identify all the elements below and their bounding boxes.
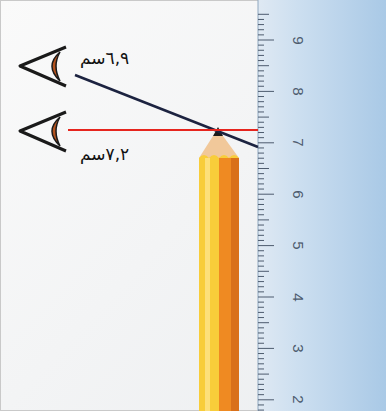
eye-upper	[20, 47, 66, 86]
pencil	[199, 127, 239, 411]
straight-sight-line	[68, 129, 258, 131]
ruler-number: 3	[291, 344, 306, 352]
ruler-number: 7	[291, 139, 306, 147]
ruler-number: 9	[291, 36, 306, 44]
eye-lower	[20, 112, 66, 151]
ruler-number: 5	[291, 241, 306, 249]
ruler-number: 4	[291, 293, 306, 301]
ruler	[258, 0, 386, 411]
ruler-number: 8	[291, 87, 306, 95]
ruler-number: 6	[291, 190, 306, 198]
ruler-number: 2	[291, 396, 306, 404]
oblique-sight-line	[75, 75, 258, 147]
correct-reading: ٧,٢سم	[80, 146, 129, 163]
ruler-edge	[258, 0, 259, 411]
ruler-ticks	[258, 14, 274, 411]
oblique-reading: ٦,٩سم	[80, 50, 129, 67]
